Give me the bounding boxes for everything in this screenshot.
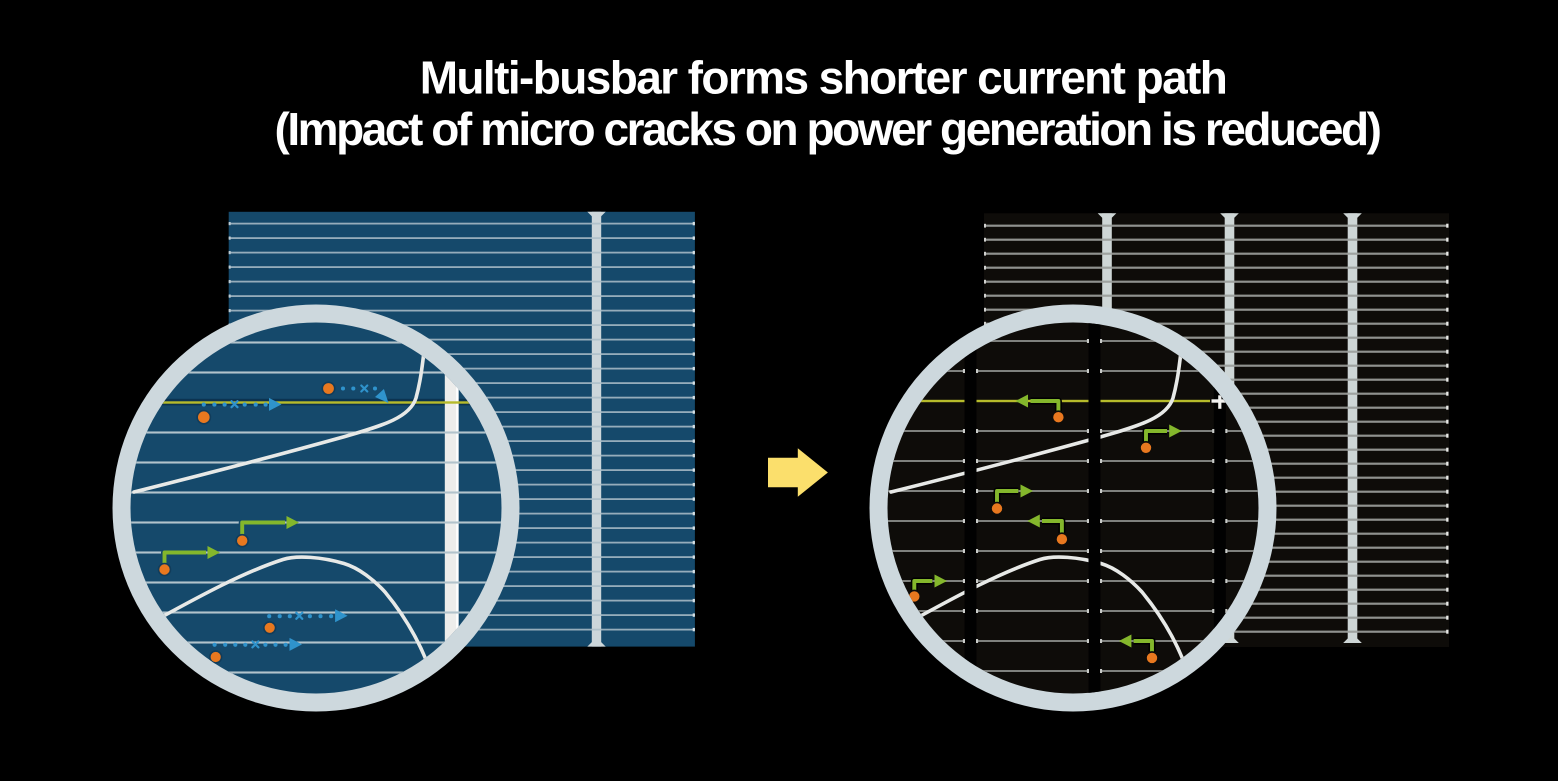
svg-text:Multi-busbar forms shorter cur: Multi-busbar forms shorter current path (420, 51, 1227, 103)
svg-text:(Impact of micro cracks on pow: (Impact of micro cracks on power generat… (274, 103, 1380, 155)
